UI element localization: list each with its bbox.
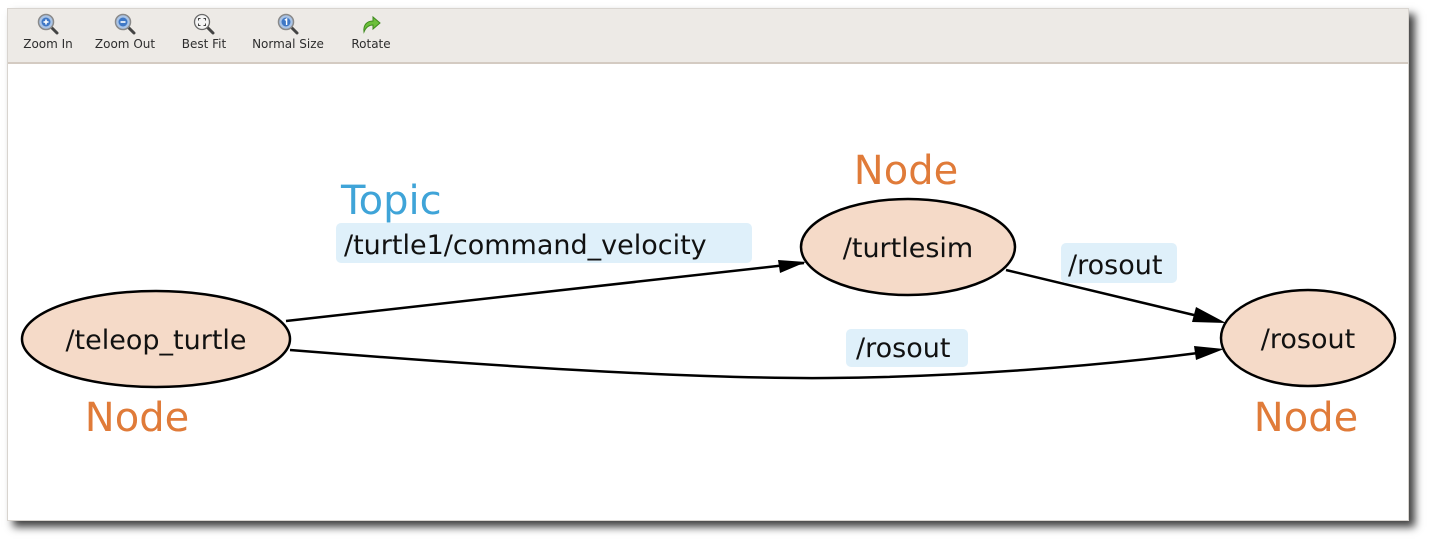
toolbar: Zoom In Zoom Out Best Fit: [8, 9, 1408, 64]
node-label: /teleop_turtle: [65, 325, 246, 356]
normal-size-button[interactable]: Normal Size: [246, 13, 330, 59]
graph-canvas[interactable]: /turtle1/command_velocity Topic /rosout …: [8, 64, 1408, 520]
best-fit-button[interactable]: Best Fit: [176, 13, 232, 59]
zoom-in-button[interactable]: Zoom In: [20, 13, 76, 59]
node-teleop-turtle[interactable]: /teleop_turtle: [20, 289, 292, 389]
node-turtlesim[interactable]: /turtlesim: [799, 197, 1017, 297]
rotate-label: Rotate: [351, 37, 391, 51]
edge-label-bg: [336, 223, 752, 263]
edge-label-rosout-2[interactable]: /rosout: [856, 333, 950, 364]
edge-teleop-to-turtlesim[interactable]: [285, 261, 805, 323]
node-annotation: Node: [854, 148, 958, 194]
edge-teleop-to-rosout[interactable]: [289, 348, 1199, 380]
zoom-in-icon: [37, 13, 59, 35]
zoom-out-button[interactable]: Zoom Out: [92, 13, 158, 59]
best-fit-icon: [193, 13, 215, 35]
node-label: /turtlesim: [843, 233, 973, 264]
node-label: /rosout: [1261, 324, 1355, 355]
topic-annotation: Topic: [340, 178, 442, 224]
rotate-button[interactable]: Rotate: [344, 13, 398, 59]
edge-turtlesim-to-rosout[interactable]: [1005, 268, 1199, 318]
normal-size-icon: [277, 13, 299, 35]
node-rosout[interactable]: /rosout: [1219, 288, 1397, 388]
edge-label-bg: [846, 329, 968, 367]
zoom-out-icon: [114, 13, 136, 35]
zoom-in-label: Zoom In: [23, 37, 73, 51]
best-fit-label: Best Fit: [181, 37, 227, 51]
normal-size-label: Normal Size: [252, 37, 324, 51]
zoom-out-label: Zoom Out: [94, 37, 156, 51]
node-annotation: Node: [1254, 395, 1358, 441]
graph-svg: /turtle1/command_velocity Topic /rosout …: [20, 148, 1397, 441]
edge-label-rosout-1[interactable]: /rosout: [1068, 250, 1162, 281]
edge-label-bg: [1061, 243, 1177, 283]
edge-arrowhead: [1194, 346, 1224, 360]
rotate-icon: [363, 15, 381, 34]
edge-label-command-velocity[interactable]: /turtle1/command_velocity: [344, 230, 707, 261]
graph-viewer-window: Zoom In Zoom Out Best Fit: [7, 8, 1409, 521]
edge-arrowhead: [778, 260, 806, 273]
node-annotation: Node: [85, 395, 189, 441]
edge-arrowhead: [1192, 307, 1226, 323]
